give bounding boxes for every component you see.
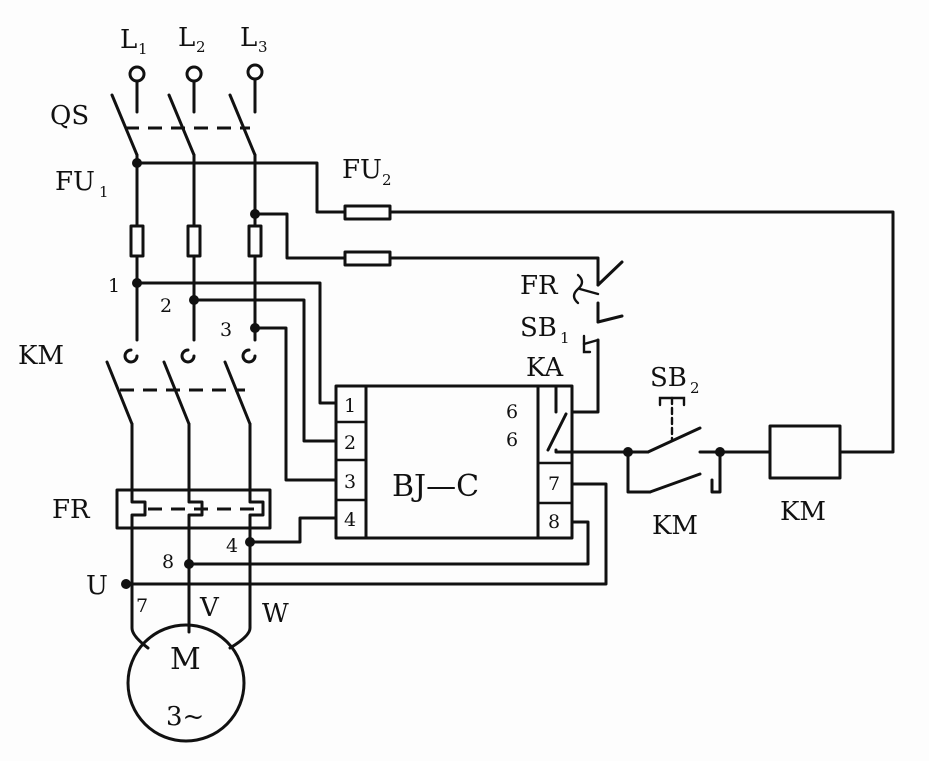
fu2-fuse-1 (343, 204, 392, 221)
sensor-taps-lower (121, 482, 608, 589)
bjc-terminal-7: 7 (548, 473, 560, 495)
label-sb2: SB (650, 363, 687, 393)
qs-switch (110, 93, 257, 157)
label-u: U (86, 571, 108, 601)
label-fr-main: FR (52, 495, 91, 525)
label-node-4: 4 (226, 535, 238, 557)
label-fu1-sub: 1 (99, 183, 109, 201)
label-l2-sub: 2 (196, 38, 206, 56)
bjc-terminal-3: 3 (344, 471, 356, 493)
motor-symbol (126, 623, 246, 743)
label-node-8: 8 (162, 551, 174, 573)
label-l1: L (120, 25, 137, 55)
bjc-terminal-4: 4 (344, 509, 356, 531)
label-l1-sub: 1 (138, 40, 148, 58)
supply-terminals (128, 63, 264, 114)
bjc-contact-6-bottom: 6 (506, 429, 518, 451)
terminal-l1 (128, 65, 146, 83)
label-l3: L (240, 23, 257, 53)
label-fu2-sub: 2 (382, 171, 392, 189)
label-l2: L (178, 23, 195, 53)
sensing-taps (132, 278, 338, 482)
bjc-terminal-1: 1 (344, 395, 356, 417)
bjc-module-name: BJ—C (392, 469, 479, 504)
label-qs: QS (50, 101, 89, 131)
control-supply-wires (132, 158, 895, 454)
label-sb1: SB (520, 313, 557, 343)
terminal-l3 (246, 63, 264, 81)
label-l3-sub: 3 (258, 38, 268, 56)
fr-thermal-relay (115, 488, 272, 530)
label-node-1: 1 (108, 275, 120, 297)
start-circuit (623, 396, 842, 494)
label-km-aux: KM (652, 511, 698, 541)
phase-lines-upper (135, 153, 257, 228)
label-v: V (199, 593, 220, 623)
label-ka: KA (526, 353, 564, 383)
motor-label: M (170, 642, 201, 677)
bjc-terminal-8: 8 (548, 511, 560, 533)
label-sb1-sub: 1 (560, 329, 570, 347)
labels: L 1 L 2 L 3 QS FU 1 FU 2 1 2 3 KM FR 8 4… (18, 23, 826, 629)
label-fu1: FU (55, 167, 95, 197)
km-coil (768, 424, 842, 480)
label-node-3: 3 (220, 319, 232, 341)
control-branch (570, 260, 624, 414)
fu2-fuse-2 (343, 250, 392, 267)
motor-phase-label: 3~ (166, 702, 204, 732)
label-node-2: 2 (160, 295, 172, 317)
phase-lines-lower (130, 526, 252, 650)
bjc-terminal-2: 2 (344, 432, 356, 454)
motor: M 3~ (126, 623, 246, 743)
label-fr-control: FR (520, 271, 559, 301)
bjc-contact-6-top: 6 (506, 401, 518, 423)
bjc-module: 1 2 3 4 7 8 6 6 BJ—C (334, 384, 630, 540)
label-fu2: FU (342, 155, 382, 185)
km-main-contacts (105, 348, 257, 492)
label-sb2-sub: 2 (690, 379, 700, 397)
label-w: W (262, 599, 289, 629)
label-km-main: KM (18, 341, 64, 371)
label-km-coil: KM (780, 497, 826, 527)
label-node-7: 7 (136, 595, 148, 617)
terminal-l2 (185, 65, 203, 83)
